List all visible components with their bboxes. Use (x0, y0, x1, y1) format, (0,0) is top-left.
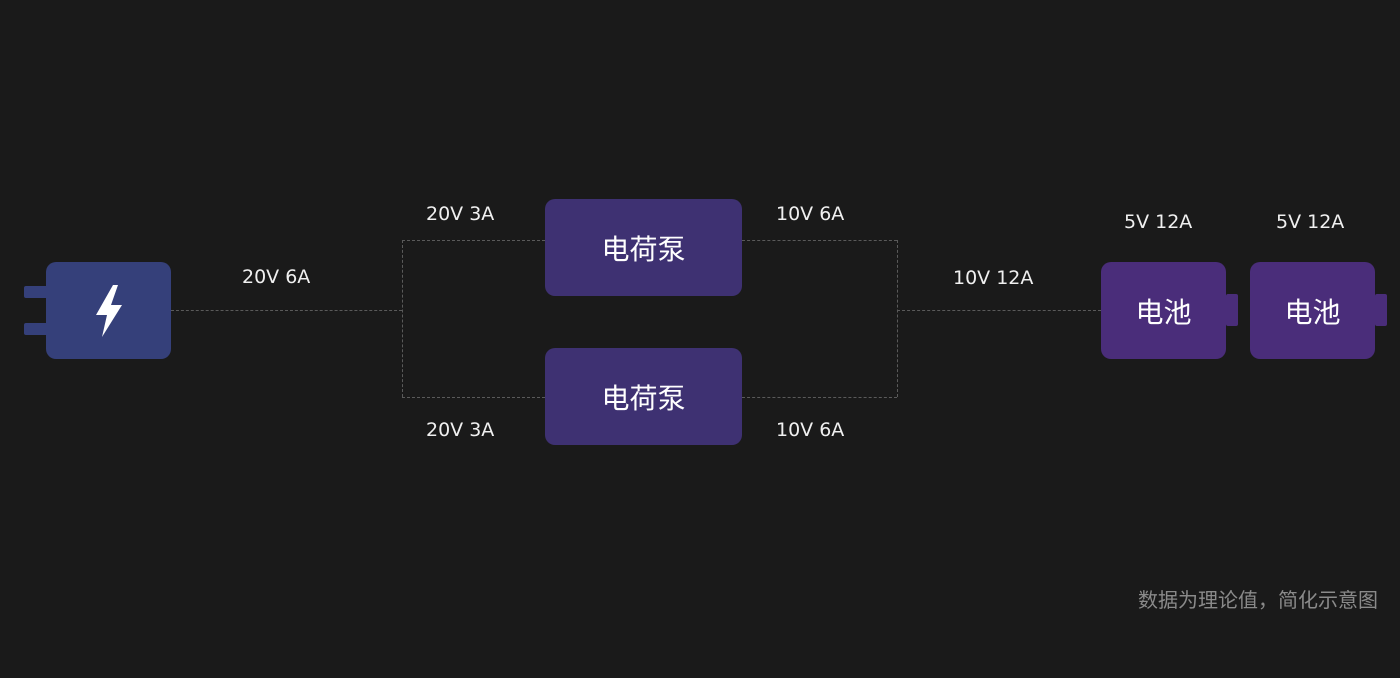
wire-from-pump-top (742, 240, 897, 241)
charge-pump-bottom: 电荷泵 (545, 348, 742, 445)
charger-adapter (46, 262, 171, 359)
battery-1-terminal (1226, 294, 1238, 326)
pump-top-output-label: 10V 6A (776, 203, 845, 225)
battery-1-spec-label: 5V 12A (1124, 211, 1193, 233)
pump-top-input-label: 20V 3A (426, 203, 495, 225)
battery-1: 电池 (1101, 262, 1226, 359)
lightning-bolt-icon (95, 284, 122, 337)
adapter-prong-bottom (24, 323, 48, 335)
adapter-prong-top (24, 286, 48, 298)
pump-bottom-input-label: 20V 3A (426, 419, 495, 441)
wire-to-pump-top (402, 240, 545, 241)
battery-2: 电池 (1250, 262, 1375, 359)
wire-merge-to-battery (897, 310, 1101, 311)
adapter-output-label: 20V 6A (242, 266, 311, 288)
wire-split-left-vertical (402, 240, 403, 397)
battery-2-spec-label: 5V 12A (1276, 211, 1345, 233)
wire-merge-right-vertical (897, 240, 898, 397)
footnote: 数据为理论值，简化示意图 (1138, 588, 1378, 612)
wire-adapter-to-split (171, 310, 402, 311)
pump-bottom-output-label: 10V 6A (776, 419, 845, 441)
wire-to-pump-bottom (402, 397, 545, 398)
wire-from-pump-bottom (742, 397, 897, 398)
combined-output-label: 10V 12A (953, 267, 1034, 289)
charge-pump-top: 电荷泵 (545, 199, 742, 296)
battery-2-terminal (1375, 294, 1387, 326)
